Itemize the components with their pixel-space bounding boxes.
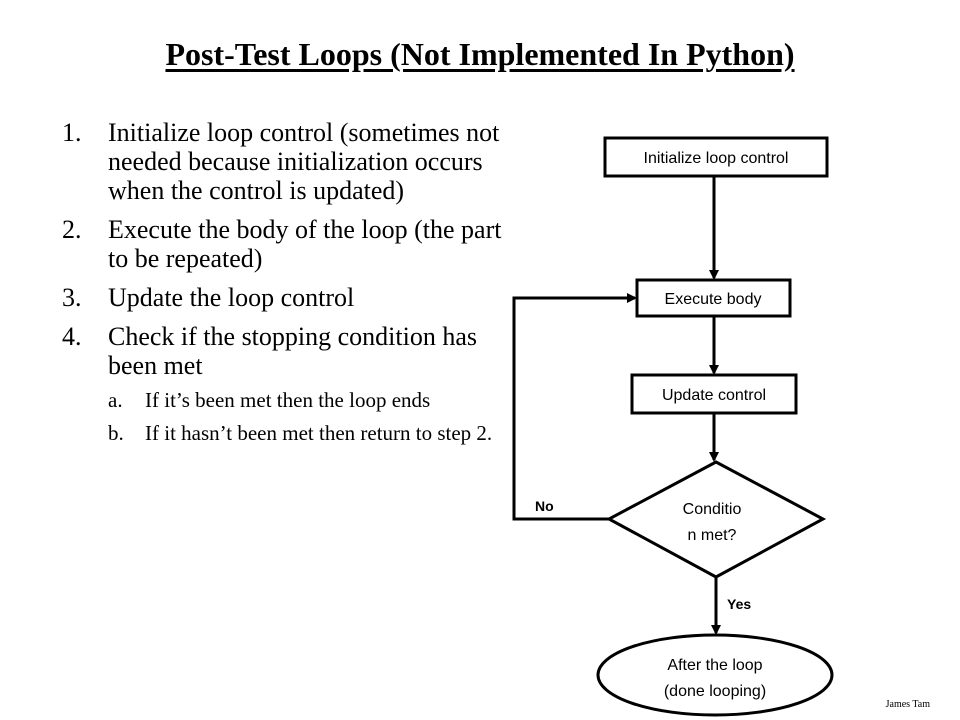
body-label: Execute body [665, 291, 762, 308]
step-2: 2. Execute the body of the loop (the par… [62, 215, 502, 273]
substep-text: If it’s been met then the loop ends [145, 388, 431, 412]
step-text: Initialize loop control (sometimes not n… [108, 118, 500, 205]
substep-text: If it hasn’t been met then return to ste… [145, 421, 493, 445]
step-4: 4. Check if the stopping condition has b… [62, 322, 502, 380]
step-text: Check if the stopping condition has been… [108, 322, 478, 380]
init-box [603, 136, 829, 178]
step-number: 2. [62, 215, 82, 244]
no-label: No [535, 498, 554, 514]
step-number: 4. [62, 322, 82, 351]
step-text: Update the loop control [108, 283, 355, 312]
step-number: 3. [62, 283, 82, 312]
yes-label: Yes [727, 596, 751, 612]
after-label-line2: (done looping) [664, 683, 766, 700]
steps-list: 1. Initialize loop control (sometimes no… [62, 118, 502, 446]
step-text: Execute the body of the loop (the part t… [108, 215, 502, 273]
after-label-line1: After the loop [667, 657, 762, 674]
init-label: Initialize loop control [644, 150, 789, 167]
substep-a: a. If it’s been met then the loop ends [108, 388, 502, 413]
step-3: 3. Update the loop control [62, 283, 502, 312]
body-box [635, 278, 792, 318]
step-number: 1. [62, 118, 82, 147]
slide-title: Post-Test Loops (Not Implemented In Pyth… [165, 36, 795, 72]
condition-diamond [605, 460, 827, 579]
condition-label-line2: n met? [688, 527, 737, 544]
substep-b: b. If it hasn’t been met then return to … [108, 421, 502, 446]
update-box [630, 373, 798, 415]
substep-letter: a. [108, 388, 123, 412]
condition-label-line1: Conditio [683, 501, 742, 518]
arrow-no-loop-back [512, 293, 637, 521]
footer-author: James Tam [885, 699, 930, 710]
after-loop-ellipse [596, 633, 834, 717]
step-1: 1. Initialize loop control (sometimes no… [62, 118, 502, 205]
substep-letter: b. [108, 421, 124, 445]
update-label: Update control [662, 387, 766, 404]
